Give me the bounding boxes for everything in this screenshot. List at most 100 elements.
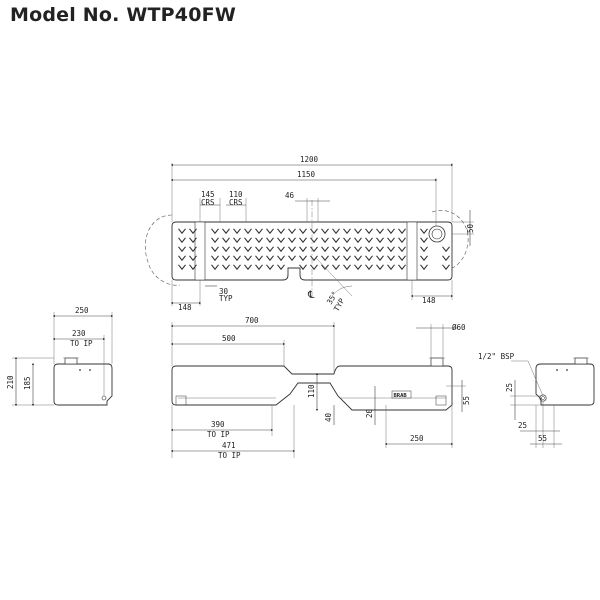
chevron-mark	[420, 264, 428, 271]
chevron-mark	[222, 264, 230, 271]
chevron-mark	[178, 255, 186, 262]
dim-390-label: TO IP	[207, 430, 230, 439]
dim-dia60: Ø60	[452, 323, 466, 332]
brand-label: BRAB	[394, 393, 408, 399]
chevron-mark	[376, 264, 384, 271]
chevron-mark	[387, 246, 395, 253]
right-view-tank-outline	[535, 363, 595, 406]
dim-250-left: 250	[75, 306, 89, 315]
chevron-mark	[277, 228, 285, 235]
right-side-view: 1/2" BSP 25 25 55	[478, 352, 595, 448]
dim-230: 230	[72, 329, 86, 338]
chevron-mark	[332, 255, 340, 262]
dim-110: 110	[307, 384, 316, 398]
chevron-mark	[354, 255, 362, 262]
left-side-view: 250 230 TO IP 210 185	[6, 306, 114, 407]
chevron-mark	[244, 228, 252, 235]
front-view-tank-outline	[171, 365, 453, 411]
chevron-mark	[255, 255, 263, 262]
chevron-mark	[299, 264, 307, 271]
chevron-mark	[266, 264, 274, 271]
chevron-mark	[343, 246, 351, 253]
chevron-mark	[398, 246, 406, 253]
chevron-mark	[255, 264, 263, 271]
dim-110-label: CRS	[229, 198, 243, 207]
chevron-mark	[211, 237, 219, 244]
left-view-tank-outline	[53, 363, 113, 406]
dim-25-horizontal: 25	[518, 421, 527, 430]
chevron-mark	[189, 264, 197, 271]
chevron-mark	[189, 246, 197, 253]
chevron-mark	[354, 237, 362, 244]
dim-20: 20	[365, 408, 374, 418]
chevron-mark	[398, 264, 406, 271]
chevron-mark	[310, 228, 318, 235]
right-strap	[406, 221, 418, 281]
chevron-mark	[211, 255, 219, 262]
dim-145-label: CRS	[201, 198, 215, 207]
chevron-mark	[233, 264, 241, 271]
chevron-mark	[420, 228, 428, 235]
chevron-mark	[244, 246, 252, 253]
chevron-mark	[233, 246, 241, 253]
chevron-mark	[310, 264, 318, 271]
chevron-mark	[343, 264, 351, 271]
dim-390: 390	[211, 420, 225, 429]
chevron-mark	[420, 237, 428, 244]
chevron-pattern	[178, 228, 450, 271]
chevron-mark	[178, 264, 186, 271]
chevron-mark	[277, 246, 285, 253]
chevron-mark	[288, 237, 296, 244]
front-view: BRAB 700 500 Ø60 110 40 20 55 250	[170, 316, 471, 460]
centerline-symbol: ℄	[307, 290, 315, 301]
chevron-mark	[365, 264, 373, 271]
chevron-mark	[376, 246, 384, 253]
chevron-mark	[299, 228, 307, 235]
chevron-mark	[387, 264, 395, 271]
front-view-cap	[430, 357, 444, 367]
chevron-mark	[299, 255, 307, 262]
filler-cap-inner	[431, 228, 443, 240]
chevron-mark	[387, 237, 395, 244]
chevron-mark	[266, 255, 274, 262]
chevron-mark	[343, 228, 351, 235]
right-view-cap	[574, 357, 588, 365]
chevron-mark	[365, 255, 373, 262]
chevron-mark	[222, 237, 230, 244]
chevron-mark	[189, 228, 197, 235]
dim-25-vertical: 25	[505, 383, 514, 392]
dim-700: 700	[245, 316, 259, 325]
chevron-mark	[442, 246, 450, 253]
angle-leader	[315, 257, 353, 297]
angle-arc	[331, 285, 353, 297]
chevron-mark	[222, 228, 230, 235]
chevron-mark	[244, 255, 252, 262]
dim-55-right: 55	[538, 434, 547, 443]
chevron-mark	[211, 264, 219, 271]
right-view-outlet-inner	[541, 396, 545, 400]
chevron-mark	[332, 237, 340, 244]
bsp-label: 1/2" BSP	[478, 352, 515, 361]
left-hose-arc	[144, 214, 181, 286]
dim-148-left: 148	[178, 303, 192, 312]
chevron-mark	[343, 255, 351, 262]
dim-30: 30	[219, 287, 229, 296]
chevron-mark	[299, 246, 307, 253]
dim-55-front: 55	[462, 396, 471, 405]
chevron-mark	[387, 255, 395, 262]
chevron-mark	[233, 255, 241, 262]
chevron-mark	[321, 264, 329, 271]
chevron-mark	[277, 237, 285, 244]
chevron-mark	[189, 255, 197, 262]
chevron-mark	[442, 255, 450, 262]
chevron-mark	[398, 228, 406, 235]
chevron-mark	[343, 237, 351, 244]
dim-471: 471	[222, 441, 236, 450]
dim-46: 46	[285, 191, 295, 200]
chevron-mark	[255, 228, 263, 235]
chevron-mark	[288, 246, 296, 253]
chevron-mark	[332, 264, 340, 271]
chevron-mark	[321, 228, 329, 235]
chevron-mark	[321, 246, 329, 253]
